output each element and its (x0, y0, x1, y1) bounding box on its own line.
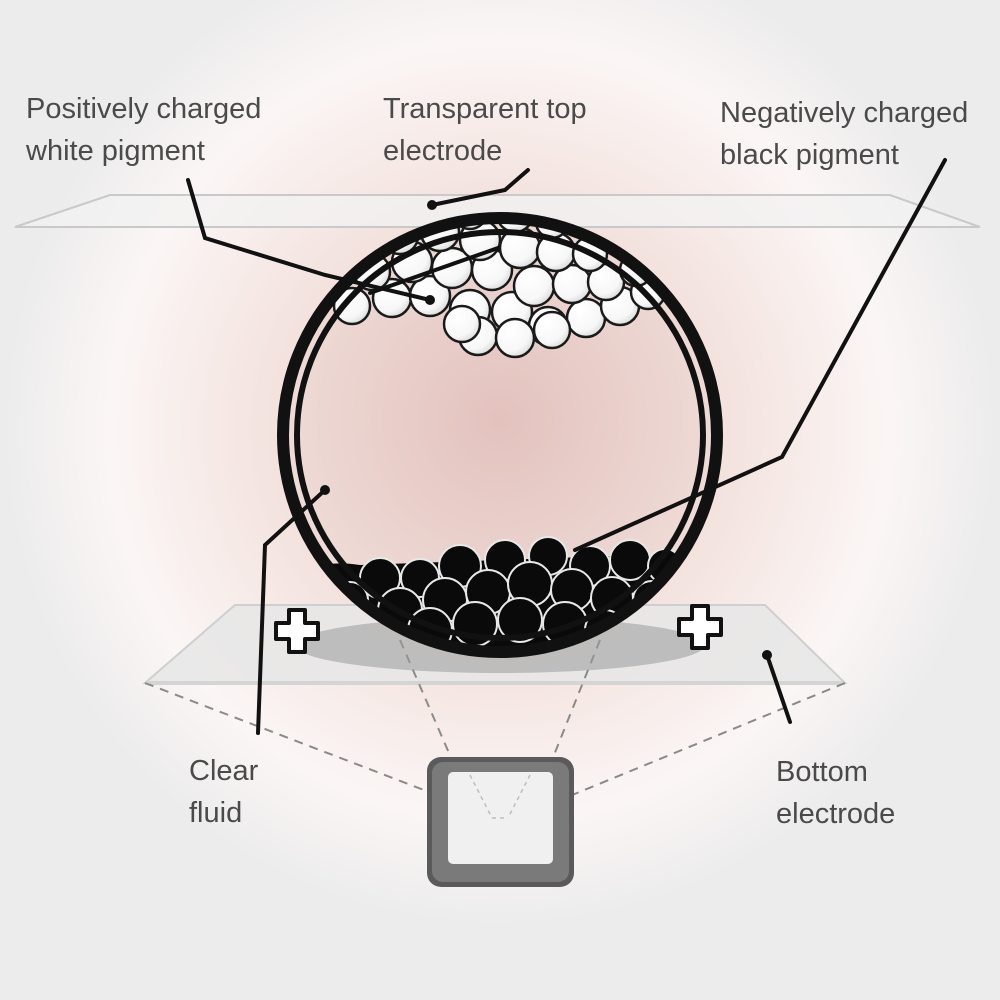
leader-clear-fluid (256, 488, 327, 735)
label-clear-fluid-line-2: fluid (189, 797, 243, 829)
capsule-outer-ring (277, 212, 723, 658)
label-black-pigment: Negatively charged black pigment (720, 92, 968, 176)
label-bottom-electrode-line-1: Bottom (776, 756, 868, 788)
leader-top-electrode (430, 168, 530, 207)
label-clear-fluid: Clear fluid (189, 750, 258, 834)
white-pigment-particle (442, 304, 482, 344)
white-pigment-particle (512, 264, 556, 308)
white-pigment-particle (565, 297, 607, 339)
white-pigment-particle (494, 317, 536, 359)
top-electrode-plate (14, 194, 981, 228)
leader-black-pigment (573, 158, 947, 552)
leader-white-pigment (186, 178, 432, 302)
white-pigment-particle (332, 286, 372, 326)
label-clear-fluid-line-1: Clear (189, 755, 259, 787)
label-black-pigment-line-2: black pigment (720, 139, 899, 171)
white-pigment-particle (451, 223, 489, 231)
e-reader-icon (427, 757, 574, 887)
label-top-electrode: Transparent top electrode (383, 88, 587, 172)
label-white-pigment-line-2: white pigment (26, 135, 205, 167)
label-white-pigment: Positively charged white pigment (26, 88, 261, 172)
black-pigment-particle (497, 597, 543, 643)
leader-dots (320, 200, 772, 660)
label-white-pigment-line-1: Positively charged (26, 93, 262, 125)
label-bottom-electrode: Bottom electrode (776, 751, 895, 835)
leader-lines (186, 158, 947, 735)
plus-icon (677, 604, 723, 650)
leader-bottom-electrode (765, 653, 792, 724)
white-pigment-particle (532, 310, 572, 350)
plus-icon (274, 608, 320, 654)
label-black-pigment-line-1: Negatively charged (720, 97, 969, 129)
label-bottom-electrode-line-2: electrode (776, 798, 896, 830)
capsule-inner-ring (294, 229, 706, 641)
label-top-electrode-line-1: Transparent top (383, 93, 587, 125)
leader-white-pigment-2 (368, 246, 500, 295)
label-top-electrode-line-2: electrode (383, 135, 503, 167)
